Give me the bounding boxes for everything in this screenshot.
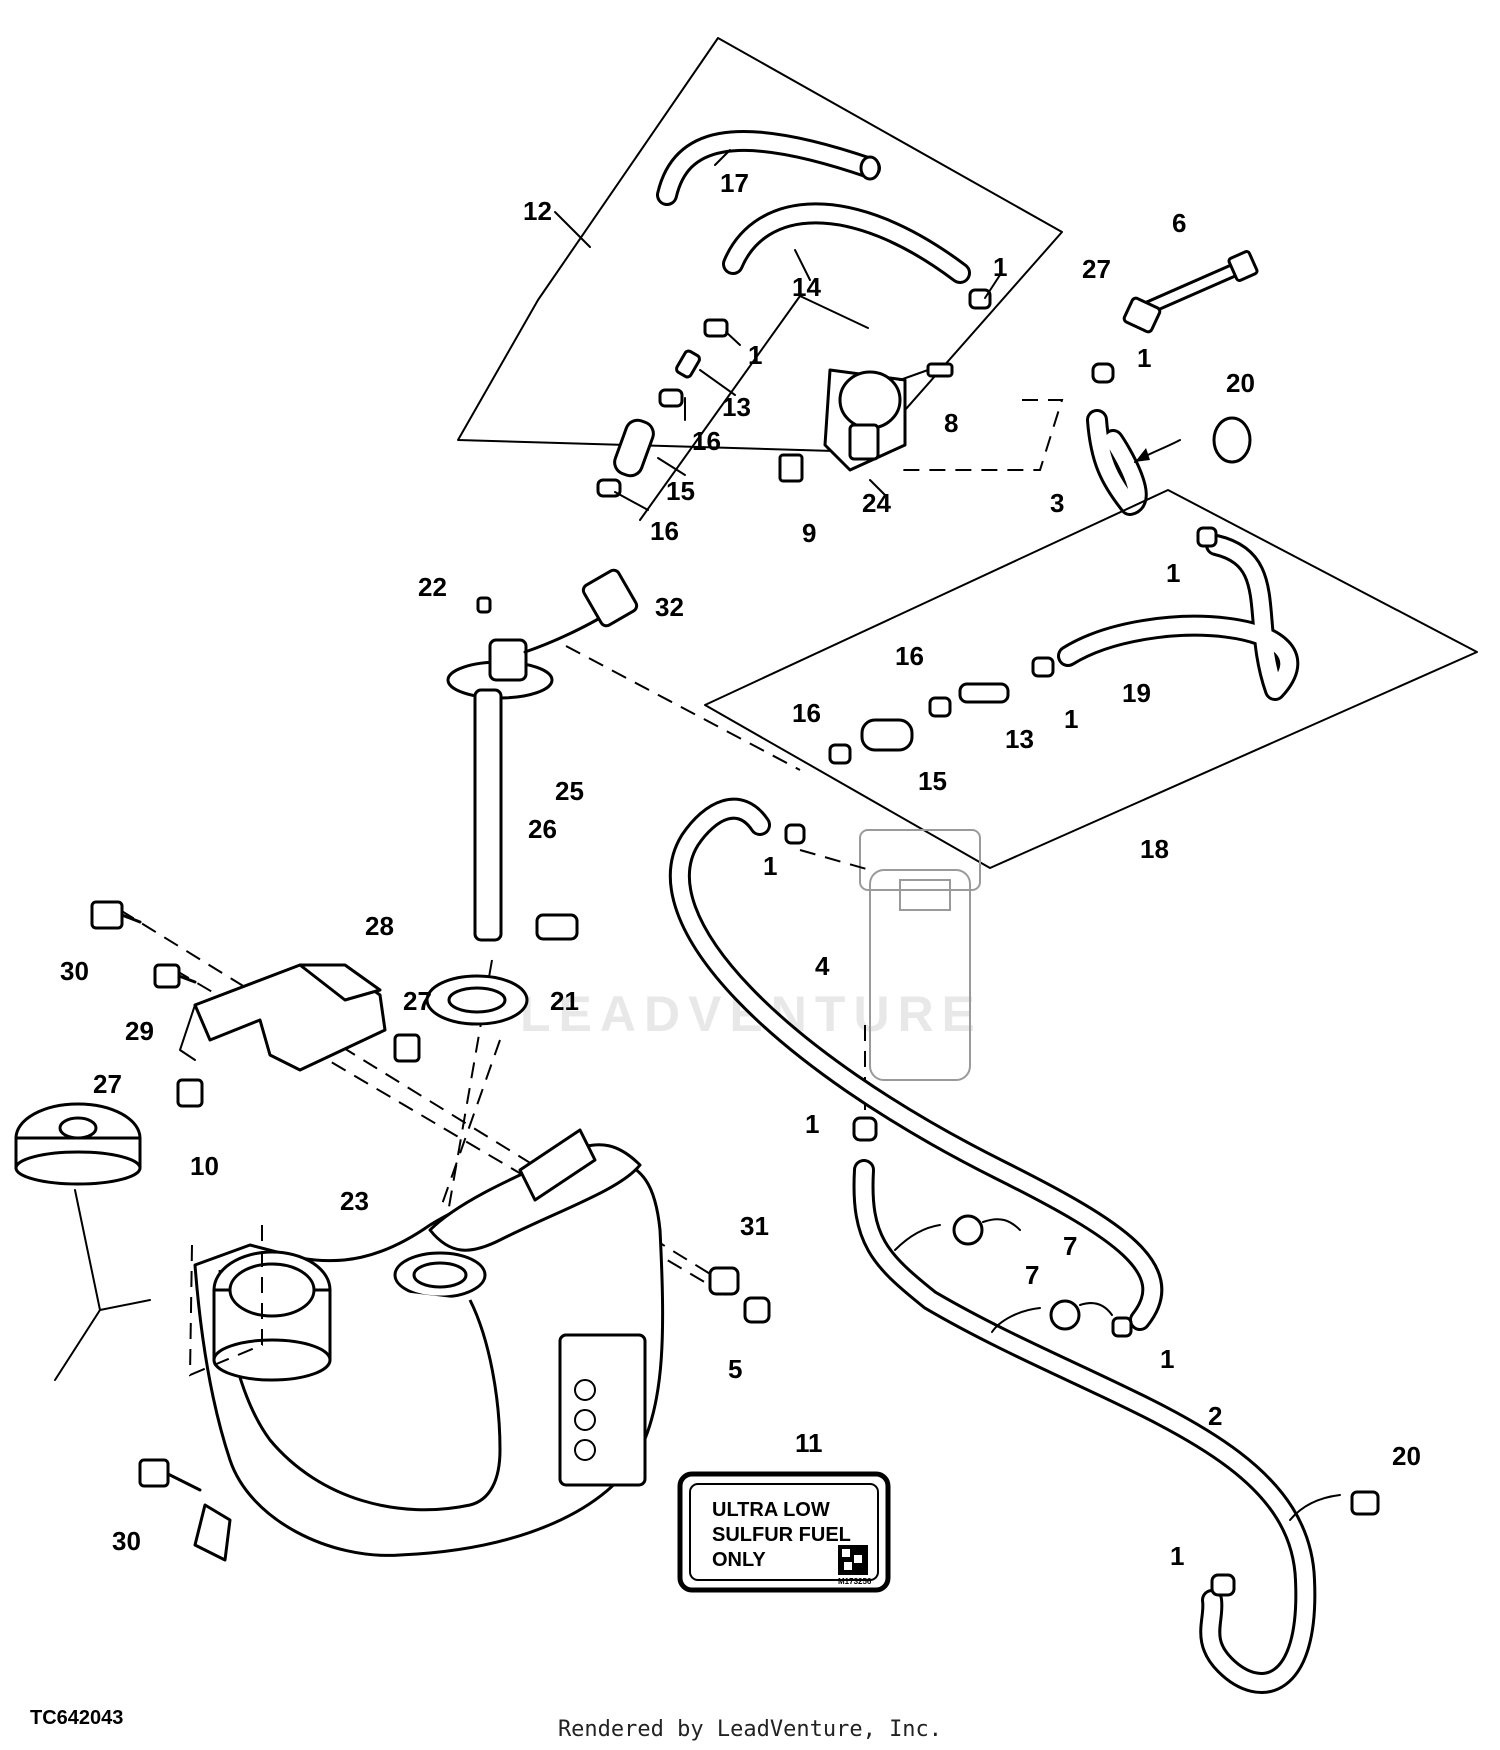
decal-11	[677, 1471, 891, 1593]
callout-16c: 16	[895, 641, 924, 671]
fuel-sender-25	[446, 568, 639, 942]
dashed-filler-bracket	[188, 1215, 263, 1377]
clip-20-lower	[1289, 1490, 1380, 1521]
fuel-filter-ghost	[859, 829, 981, 1081]
hose-3	[1086, 362, 1148, 516]
callout-18: 18	[1140, 834, 1169, 864]
nut-31	[708, 1266, 740, 1296]
clamp-20	[1134, 416, 1252, 464]
bolt-29	[153, 963, 197, 989]
filler-neck	[212, 1250, 332, 1382]
callout-25: 25	[555, 776, 584, 806]
arrow-7b	[991, 1307, 1041, 1333]
callout-28: 28	[365, 911, 394, 941]
clip-nut-27-right	[393, 1033, 421, 1063]
callout-1e: 1	[1064, 704, 1078, 734]
callout-15a: 15	[666, 476, 695, 506]
hose-14	[722, 202, 971, 284]
callout-20a: 20	[1226, 368, 1255, 398]
clip-nut-27-left	[176, 1078, 204, 1108]
nut-5	[743, 1296, 771, 1324]
bolt-6	[1138, 250, 1259, 318]
decal-line-3: ONLY	[712, 1549, 766, 1571]
callout-1d: 1	[1166, 558, 1180, 588]
clamp-7a	[952, 1214, 1021, 1246]
dashed-path-3	[900, 399, 1064, 471]
decal-line-1: ULTRA LOW	[712, 1499, 830, 1521]
hose-19	[1057, 534, 1300, 701]
decal-line-2: SULFUR FUEL	[712, 1524, 851, 1546]
bolt-30-lower	[138, 1458, 202, 1492]
kit-panel-18	[704, 489, 1478, 869]
callout-10: 10	[190, 1151, 219, 1181]
fuel-cap-10	[14, 1102, 151, 1381]
callout-27c: 27	[93, 1069, 122, 1099]
callout-31: 31	[740, 1211, 769, 1241]
callout-17: 17	[720, 168, 749, 198]
bolt-30-upper	[90, 900, 142, 930]
callout-4: 4	[815, 951, 830, 981]
callout-15b: 15	[918, 766, 947, 796]
kit-panel-12	[457, 37, 1063, 521]
callout-20b: 20	[1392, 1441, 1421, 1471]
callout-7a: 7	[1025, 1260, 1039, 1290]
callout-21: 21	[550, 986, 579, 1016]
callout-1a: 1	[993, 252, 1007, 282]
callout-22: 22	[418, 572, 447, 602]
callout-30a: 30	[60, 956, 89, 986]
callout-8: 8	[944, 408, 958, 438]
hose-2	[852, 1116, 1317, 1694]
hose-17	[656, 129, 881, 206]
arrow-7a	[894, 1224, 941, 1251]
callout-12: 12	[523, 196, 552, 226]
kit-18-fittings	[828, 526, 1218, 765]
callout-16b: 16	[650, 516, 679, 546]
callout-1i: 1	[1170, 1541, 1184, 1571]
callout-6: 6	[1172, 208, 1186, 238]
callout-7b: 7	[1063, 1231, 1077, 1261]
kit-12-fittings	[596, 288, 992, 498]
callout-13b: 13	[1005, 724, 1034, 754]
callout-14: 14	[792, 272, 821, 302]
bracket-28	[179, 963, 387, 1072]
render-credit: Rendered by LeadVenture, Inc.	[557, 1717, 943, 1742]
hose-4	[668, 797, 1164, 1338]
leaders-upper	[554, 149, 1001, 511]
clip-nut-27	[1122, 296, 1162, 334]
callout-1g: 1	[805, 1109, 819, 1139]
callout-27a: 27	[1082, 254, 1111, 284]
callout-26: 26	[528, 814, 557, 844]
callout-1h: 1	[1160, 1344, 1174, 1374]
callout-29: 29	[125, 1016, 154, 1046]
clamp-7b	[1049, 1299, 1113, 1331]
callout-13a: 13	[722, 392, 751, 422]
callout-2: 2	[1208, 1401, 1222, 1431]
callout-23: 23	[340, 1186, 369, 1216]
callout-11: 11	[795, 1428, 823, 1458]
callout-24: 24	[862, 488, 891, 518]
callout-32: 32	[655, 592, 684, 622]
callout-16d: 16	[792, 698, 821, 728]
callout-19: 19	[1122, 678, 1151, 708]
callout-1b: 1	[748, 340, 762, 370]
callout-16a: 16	[692, 426, 721, 456]
gasket-21	[425, 974, 529, 1026]
callout-1c: 1	[1137, 343, 1151, 373]
screw-22	[476, 596, 492, 614]
callout-9: 9	[802, 518, 816, 548]
callout-3: 3	[1050, 488, 1064, 518]
decal-part-code: M173256	[838, 1577, 872, 1586]
callout-1f: 1	[763, 851, 777, 881]
figure-id: TC642043	[30, 1707, 124, 1729]
fuel-shutoff-assembly-24	[778, 362, 954, 496]
callout-5: 5	[728, 1354, 742, 1384]
callout-30b: 30	[112, 1526, 141, 1556]
callout-27b: 27	[403, 986, 432, 1016]
